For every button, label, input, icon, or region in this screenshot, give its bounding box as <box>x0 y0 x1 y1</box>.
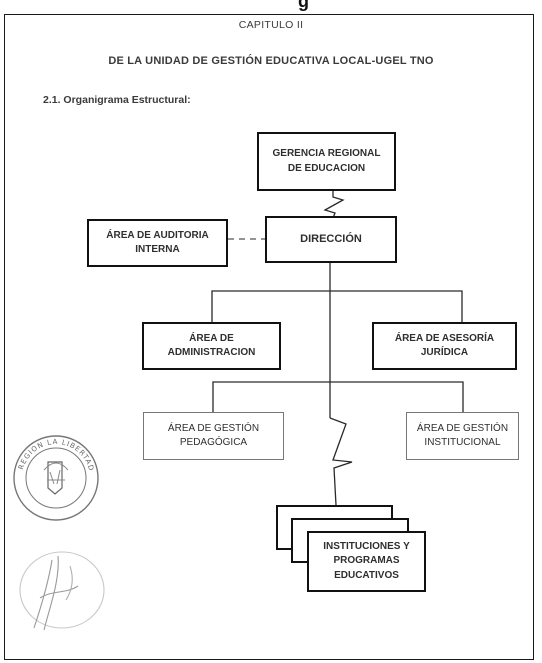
node-administracion: ÁREA DE ADMINISTRACION <box>142 322 281 370</box>
connector-level3-bus <box>212 381 464 412</box>
node-gestion-institucional: ÁREA DE GESTIÓN INSTITUCIONAL <box>406 412 519 460</box>
node-direccion: DIRECCIÓN <box>265 216 397 263</box>
cropped-title-fragment: g <box>298 0 309 11</box>
seal-emblem-icon <box>47 461 63 495</box>
section-heading: DE LA UNIDAD DE GESTIÓN EDUCATIVA LOCAL-… <box>108 55 434 67</box>
connector-gerencia-direccion <box>323 190 345 219</box>
chapter-title: CAPITULO II <box>238 19 304 31</box>
connector-level2-bus <box>211 290 463 322</box>
subsection-heading: 2.1. Organigrama Estructural: <box>43 94 191 106</box>
connector-direccion-instituciones <box>329 417 353 506</box>
node-gestion-pedagogica: ÁREA DE GESTIÓN PEDAGÓGICA <box>143 412 284 460</box>
node-auditoria-interna: ÁREA DE AUDITORIA INTERNA <box>87 219 228 267</box>
node-instituciones-programas: INSTITUCIONES Y PROGRAMAS EDUCATIVOS <box>307 531 426 592</box>
node-gerencia-regional: GERENCIA REGIONAL DE EDUCACION <box>257 132 396 191</box>
page-border <box>4 14 534 660</box>
node-asesoria-juridica: ÁREA DE ASESORÍA JURÍDICA <box>372 322 517 370</box>
